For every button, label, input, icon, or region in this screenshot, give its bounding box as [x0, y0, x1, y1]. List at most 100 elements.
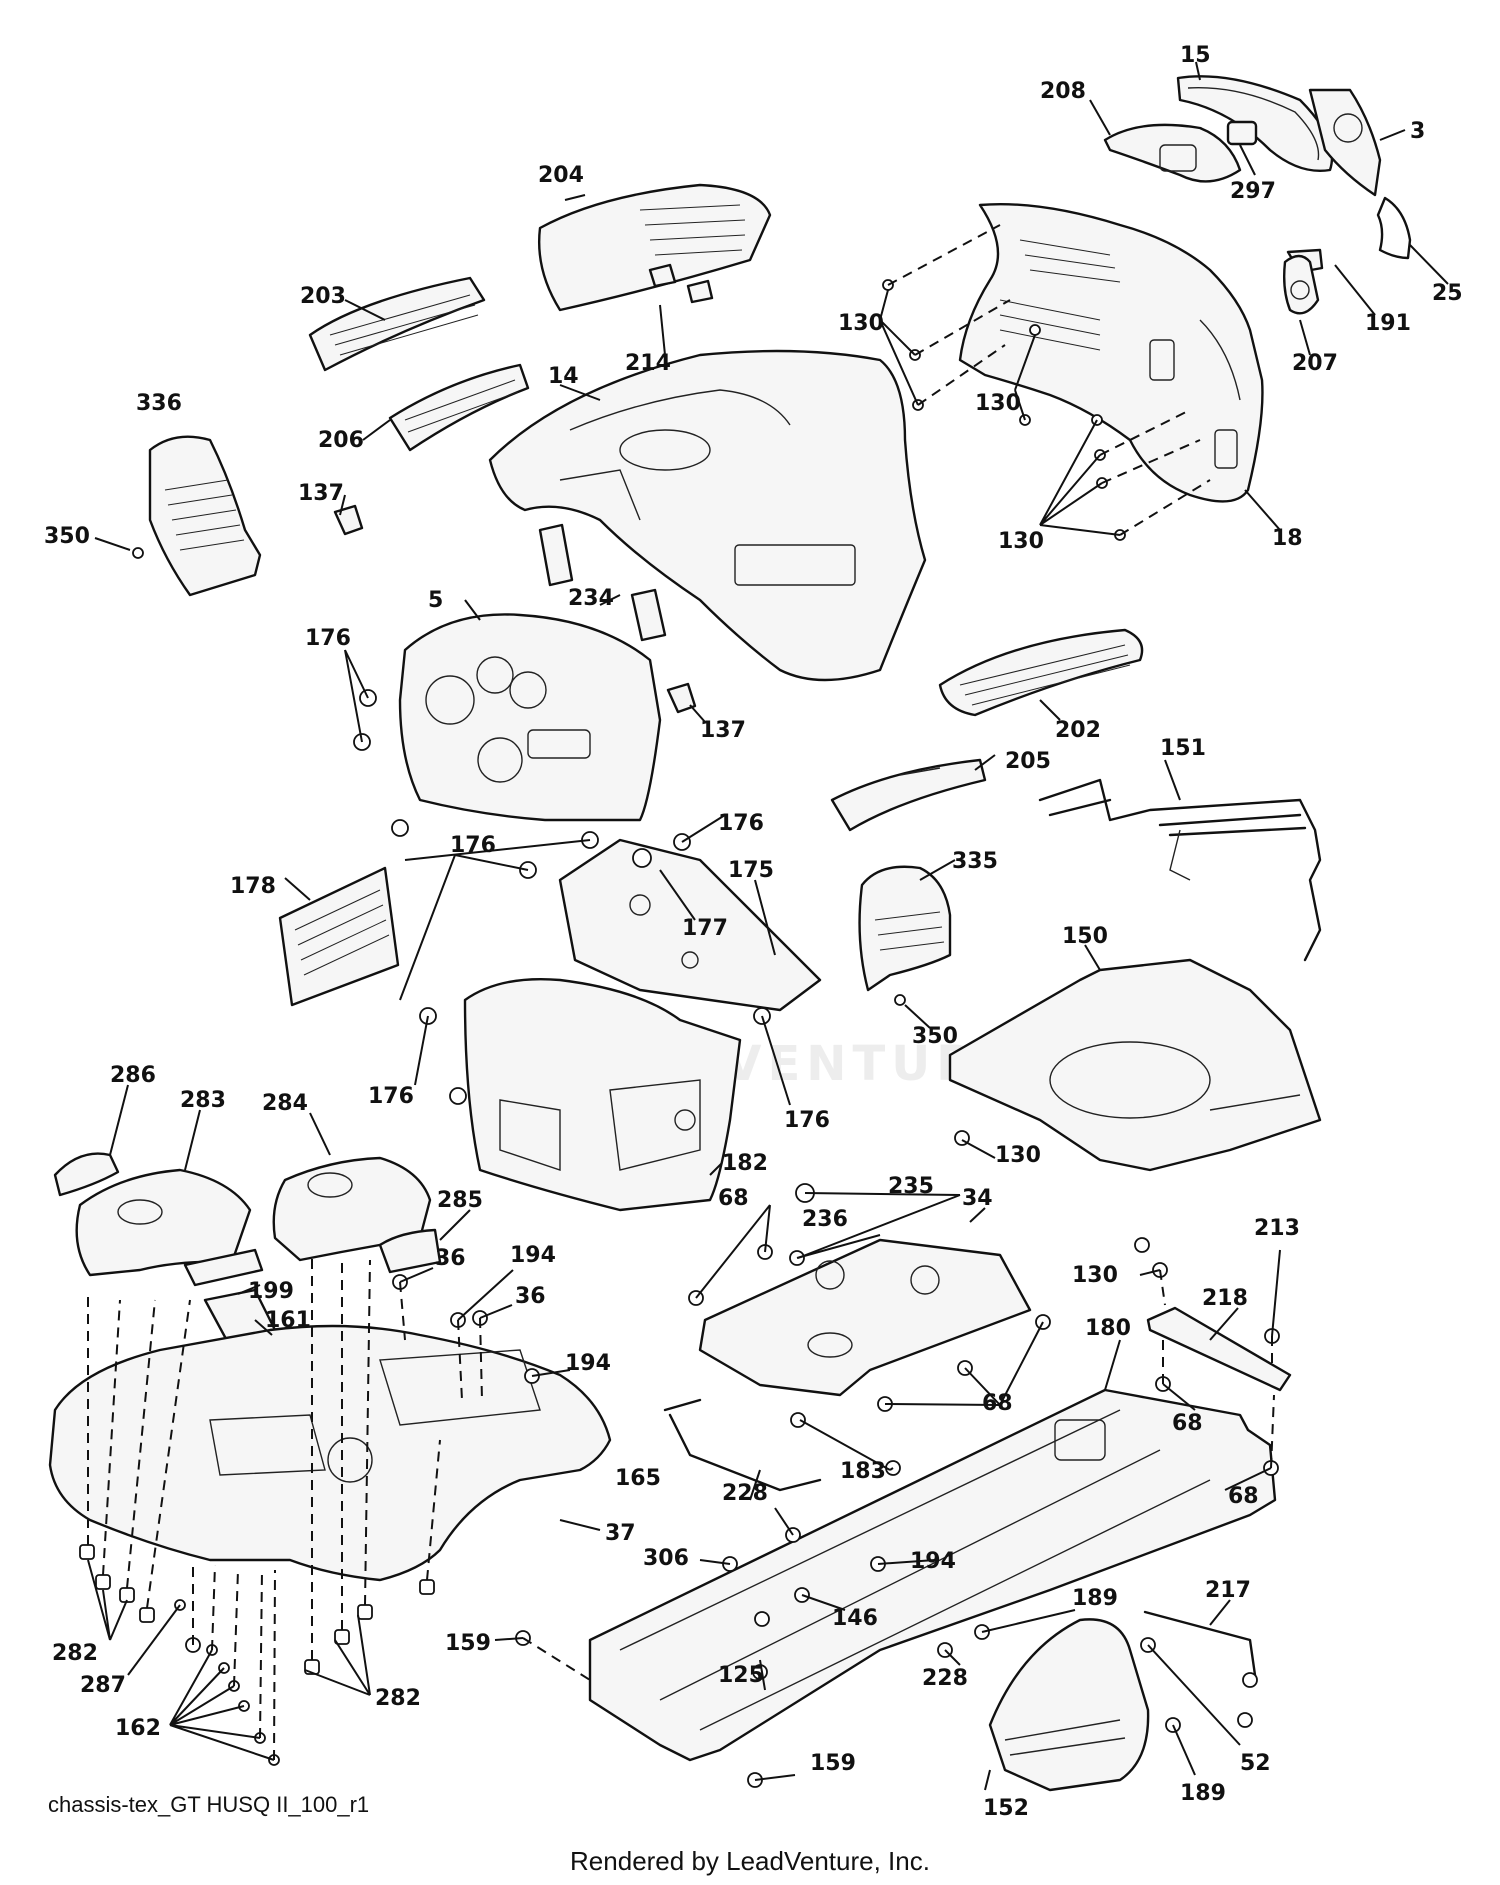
callout-68-b: 68 — [982, 1391, 1013, 1416]
part-34-plate — [698, 1238, 1032, 1397]
callout-306: 306 — [643, 1546, 689, 1571]
part-178-decal — [278, 866, 400, 1007]
callout-180: 180 — [1085, 1316, 1131, 1341]
callout-189-b: 189 — [1180, 1781, 1226, 1806]
part-5-dash-panel — [398, 613, 662, 822]
callout-204: 204 — [538, 163, 584, 188]
part-137-clip-upper — [333, 504, 364, 536]
callout-228-a: 228 — [722, 1481, 768, 1506]
part-3-bezel — [1308, 88, 1382, 197]
callout-206: 206 — [318, 428, 364, 453]
part-217-rod — [1143, 1610, 1257, 1677]
callout-15: 15 — [1180, 43, 1211, 68]
callout-130-frame: 130 — [1072, 1263, 1118, 1288]
callout-208: 208 — [1040, 79, 1086, 104]
callout-189-a: 189 — [1072, 1586, 1118, 1611]
callout-177: 177 — [682, 916, 728, 941]
part-165-rod — [663, 1398, 822, 1492]
callout-176-c: 176 — [450, 833, 496, 858]
fasteners — [185, 279, 1280, 1788]
part-336-side-panel — [148, 435, 262, 597]
callout-282-b: 282 — [375, 1686, 421, 1711]
callout-283: 283 — [180, 1088, 226, 1113]
dashed-assembly-lines — [87, 224, 1275, 1761]
callout-3: 3 — [1410, 119, 1425, 144]
diagram-code: chassis-tex_GT HUSQ II_100_r1 — [48, 1792, 370, 1817]
callout-350-right: 350 — [912, 1024, 958, 1049]
callout-151: 151 — [1160, 736, 1206, 761]
credit-line: Rendered by LeadVenture, Inc. — [570, 1846, 930, 1876]
callout-162: 162 — [115, 1716, 161, 1741]
callout-52: 52 — [1240, 1751, 1271, 1776]
callout-176-e: 176 — [784, 1108, 830, 1133]
callout-228-b: 228 — [922, 1666, 968, 1691]
callout-176-d: 176 — [368, 1084, 414, 1109]
callout-68-a: 68 — [718, 1186, 749, 1211]
callout-202: 202 — [1055, 718, 1101, 743]
part-25-light-frame — [1376, 196, 1412, 260]
part-214-clips — [648, 263, 714, 304]
part-150-deck-shield — [948, 958, 1322, 1172]
part-180-frame — [588, 1388, 1277, 1762]
callout-130-right: 130 — [998, 529, 1044, 554]
part-350-screw-left — [132, 547, 144, 559]
callout-37: 37 — [605, 1521, 636, 1546]
callout-137-lower: 137 — [700, 718, 746, 743]
part-335-side-panel — [858, 865, 952, 992]
callout-217: 217 — [1205, 1578, 1251, 1603]
callout-18: 18 — [1272, 526, 1303, 551]
callout-183: 183 — [840, 1459, 886, 1484]
callout-194-b: 194 — [565, 1351, 611, 1376]
part-203-grille — [308, 276, 486, 372]
part-14-dash-cover — [488, 349, 927, 682]
callout-165: 165 — [615, 1466, 661, 1491]
callout-36-b: 36 — [515, 1284, 546, 1309]
callout-335: 335 — [952, 849, 998, 874]
callout-159-a: 159 — [445, 1631, 491, 1656]
part-202-front-grille — [938, 628, 1144, 717]
part-205-trim — [830, 758, 987, 832]
part-234-inserts — [538, 523, 667, 642]
callout-130-deck: 130 — [995, 1143, 1041, 1168]
part-282-clips — [79, 1544, 435, 1675]
callout-125: 125 — [718, 1663, 764, 1688]
callout-284: 284 — [262, 1091, 308, 1116]
part-285-trim — [378, 1228, 442, 1274]
callout-68-c: 68 — [1172, 1411, 1203, 1436]
callout-336: 336 — [136, 391, 182, 416]
part-137-clip-lower — [666, 682, 697, 714]
callout-36-a: 36 — [435, 1246, 466, 1271]
callout-297: 297 — [1230, 179, 1276, 204]
callout-234: 234 — [568, 586, 614, 611]
part-350-screw-right — [894, 994, 906, 1006]
callout-194-a: 194 — [510, 1243, 556, 1268]
callout-159-b: 159 — [810, 1751, 856, 1776]
callout-68-d: 68 — [1228, 1484, 1259, 1509]
callout-207: 207 — [1292, 351, 1338, 376]
callout-161: 161 — [265, 1308, 311, 1333]
part-204-hood-insert — [538, 183, 772, 312]
callout-350-left: 350 — [44, 524, 90, 549]
part-218-bar — [1146, 1306, 1292, 1392]
leader-lines — [87, 61, 1449, 1791]
part-177-nut — [632, 848, 652, 868]
callout-287: 287 — [80, 1673, 126, 1698]
part-207-lamp-assembly — [1282, 254, 1320, 315]
callout-236: 236 — [802, 1207, 848, 1232]
callout-214: 214 — [625, 351, 671, 376]
part-152-battery-tray — [988, 1618, 1150, 1792]
part-18-hood — [958, 202, 1264, 503]
callout-176-a: 176 — [305, 626, 351, 651]
callout-175: 175 — [728, 858, 774, 883]
callout-25: 25 — [1432, 281, 1463, 306]
callout-282-a: 282 — [52, 1641, 98, 1666]
callout-34: 34 — [962, 1186, 993, 1211]
part-182-console — [463, 977, 742, 1212]
callout-213: 213 — [1254, 1216, 1300, 1241]
callout-14: 14 — [548, 364, 579, 389]
callout-286: 286 — [110, 1063, 156, 1088]
callout-150: 150 — [1062, 924, 1108, 949]
callout-5: 5 — [428, 588, 443, 613]
part-208-headlight-housing — [1103, 123, 1242, 183]
